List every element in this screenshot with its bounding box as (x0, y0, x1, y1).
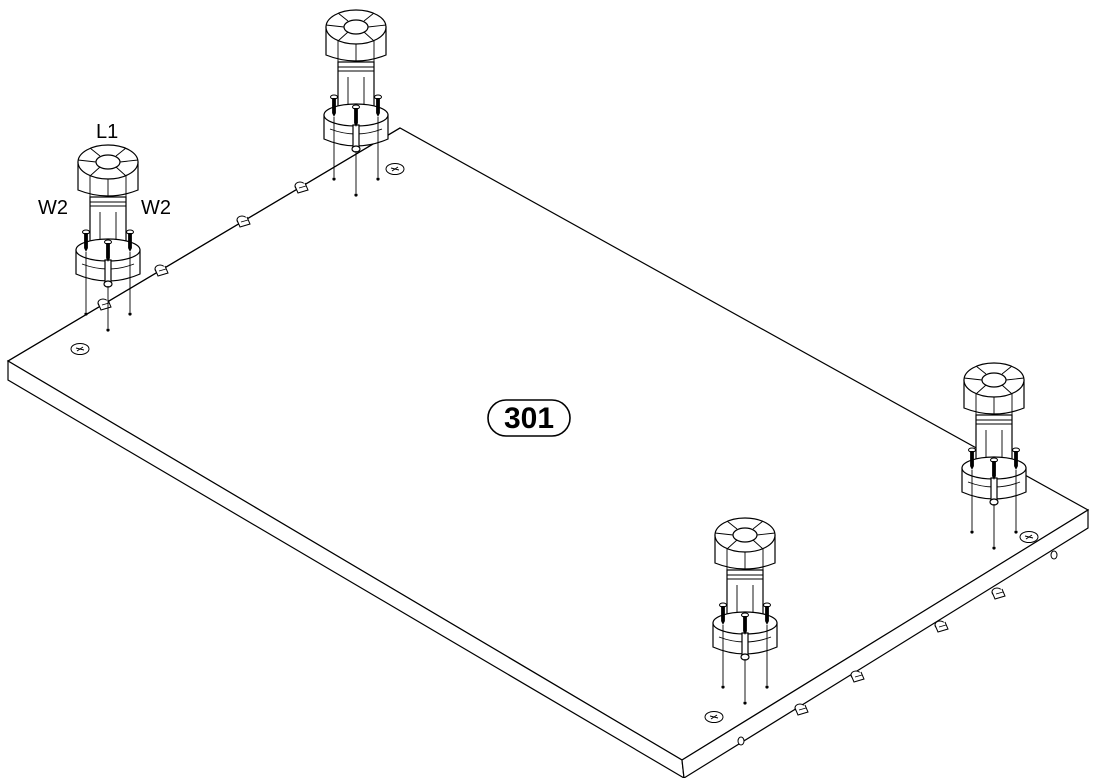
leveler-label: L1 (96, 121, 118, 143)
leveler-foot-front-right (962, 363, 1026, 550)
edge-holes (737, 550, 1058, 746)
leveler-foot-back-right (324, 10, 388, 197)
part-number: 301 (504, 402, 554, 435)
leveler-foot-front-left (713, 518, 777, 705)
part-number-callout: 301 (487, 399, 571, 437)
screw-label-left: W2 (38, 197, 68, 219)
panel-301 (6, 127, 1090, 778)
screw-label-right: W2 (141, 197, 171, 219)
leveler-foot-back-left (76, 145, 140, 332)
